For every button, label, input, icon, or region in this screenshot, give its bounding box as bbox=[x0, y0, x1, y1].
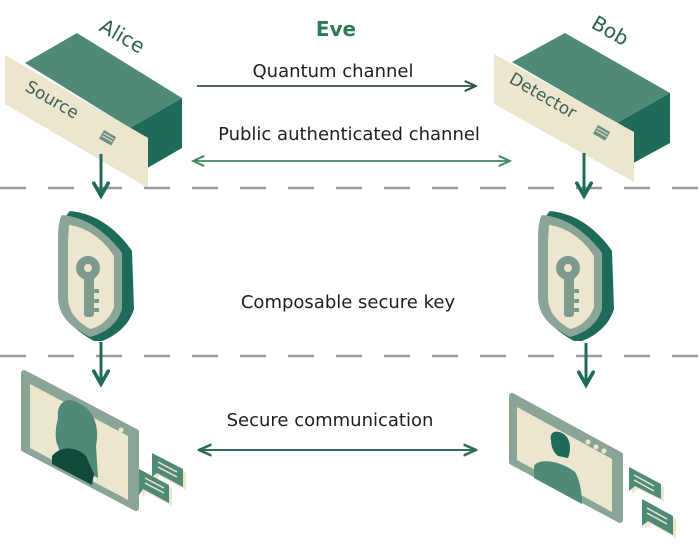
bob-avatar-icon bbox=[534, 431, 582, 504]
secure-communication-label: Secure communication bbox=[227, 410, 434, 431]
bob-shield-key-icon bbox=[538, 211, 614, 341]
bob-label: Bob bbox=[588, 11, 633, 51]
eve-label: Eve bbox=[316, 17, 356, 41]
bob-detector-device: Detector bbox=[494, 33, 670, 182]
detector-front-plate bbox=[494, 54, 634, 182]
alice-shield-key-icon bbox=[58, 211, 134, 341]
bob-chat-bubbles-icon bbox=[629, 467, 676, 538]
bob-video-screen-icon bbox=[509, 393, 623, 523]
composable-key-label: Composable secure key bbox=[241, 292, 456, 313]
alice-source-device: Source bbox=[5, 33, 182, 188]
quantum-channel-label: Quantum channel bbox=[253, 61, 414, 82]
vent-icon bbox=[99, 130, 117, 146]
alice-chat-bubbles-icon bbox=[139, 453, 186, 506]
public-channel-label: Public authenticated channel bbox=[218, 124, 480, 145]
source-front-plate bbox=[5, 55, 148, 188]
vent-icon bbox=[593, 124, 611, 141]
alice-avatar-icon bbox=[52, 400, 98, 485]
alice-video-screen-icon bbox=[21, 370, 139, 511]
